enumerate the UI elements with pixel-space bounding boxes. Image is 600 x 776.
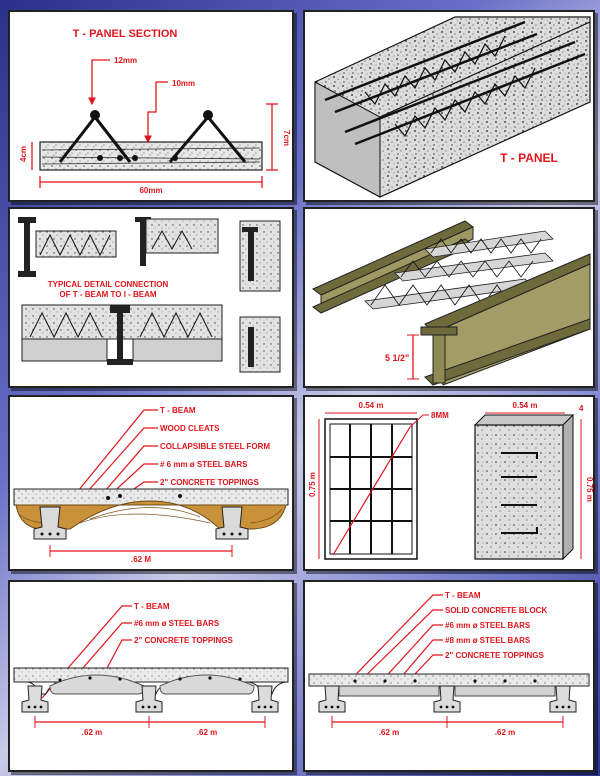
t-panel-label: T - PANEL	[500, 151, 558, 165]
t-panel-section-panel: T - PANEL SECTION 12mm 10mm 4cm 7cm 60mm	[8, 10, 294, 202]
solid-block-panel: T - BEAM SOLID CONCRETE BLOCK #6 mm ø ST…	[303, 580, 595, 772]
label-steel-bars: #6 mm ø STEEL BARS	[134, 619, 220, 628]
dim-60mm: 60mm	[139, 186, 162, 195]
width-right: 0.54 m	[513, 401, 538, 410]
label-t-beam: T - BEAM	[160, 406, 196, 415]
slab	[39, 141, 263, 171]
dim-4cm: 4cm	[19, 146, 28, 162]
bar-size: 8MM	[431, 411, 449, 420]
panel-title: T - PANEL SECTION	[73, 28, 178, 40]
slab-hatch	[41, 147, 261, 165]
dim-10mm: 10mm	[172, 79, 195, 88]
label-toppings: 2" CONCRETE TOPPINGS	[160, 478, 259, 487]
dim-5-half: 5 1/2"	[385, 353, 409, 363]
t-beams	[318, 685, 577, 713]
detail-c	[239, 220, 281, 292]
topping	[308, 673, 590, 687]
rebar-grid	[330, 424, 412, 554]
label-steel-form: COLLAPSIBLE STEEL FORM	[160, 442, 270, 451]
label-8mm-bars: #8 mm ø STEEL BARS	[445, 636, 531, 645]
truss-diagonals	[364, 35, 536, 138]
label-toppings: 2" CONCRETE TOPPINGS	[134, 636, 233, 645]
leaders	[41, 605, 132, 699]
label-6mm-bars: #6 mm ø STEEL BARS	[445, 621, 531, 630]
leaders	[51, 409, 158, 524]
caption-line1: TYPICAL DETAIL CONNECTION	[48, 280, 169, 289]
slab-side	[314, 81, 381, 198]
wood-cleats-panel: T - BEAM WOOD CLEATS COLLAPSIBLE STEEL F…	[8, 395, 294, 571]
caption-line2: OF T - BEAM TO I - BEAM	[59, 290, 157, 299]
label-t-beam: T - BEAM	[134, 602, 170, 611]
label-steel-bars: # 6 mm ø STEEL BARS	[160, 460, 248, 469]
panels	[364, 230, 554, 310]
detail-connection-panel: TYPICAL DETAIL CONNECTION OF T - BEAM TO…	[8, 207, 294, 388]
detail-b	[135, 217, 219, 266]
dim-62m: .62 M	[131, 555, 151, 564]
topping	[13, 667, 289, 683]
t-panel-3d-panel: T - PANEL	[303, 10, 595, 202]
depth-right: 4	[579, 404, 584, 413]
dim-left: .62 m	[82, 728, 102, 737]
detail-a	[18, 217, 117, 277]
dim-right: .62 m	[495, 728, 515, 737]
label-solid-block: SOLID CONCRETE BLOCK	[445, 606, 547, 615]
block-reinforcement-panel: 0.54 m 0.75 m 8MM 0.54 m 4 0.75 m	[303, 395, 595, 571]
dim-right: .62 m	[197, 728, 217, 737]
dim-left: .62 m	[379, 728, 399, 737]
label-toppings: 2" CONCRETE TOPPINGS	[445, 651, 544, 660]
t-beam-right	[215, 506, 249, 540]
height-left: 0.75 m	[308, 472, 317, 497]
vault-form-panel: T - BEAM #6 mm ø STEEL BARS 2" CONCRETE …	[8, 580, 294, 772]
t-beam-left	[33, 506, 67, 540]
leaders	[332, 594, 443, 699]
width-left: 0.54 m	[359, 401, 384, 410]
top-bar-left	[90, 110, 100, 120]
detail-d	[239, 316, 281, 373]
dim-12mm: 12mm	[114, 56, 137, 65]
label-t-beam: T - BEAM	[445, 591, 481, 600]
height-right: 0.75 m	[585, 477, 593, 502]
dim-7cm: 7cm	[282, 130, 291, 146]
wood-form	[15, 500, 287, 530]
label-wood-cleats: WOOD CLEATS	[160, 424, 220, 433]
main-connection	[21, 304, 223, 365]
concrete-block	[474, 424, 564, 560]
ibeam-3d-panel: 5 1/2"	[303, 207, 595, 388]
t-beams	[21, 685, 279, 713]
steel-bars	[324, 20, 586, 146]
top-bar-right	[203, 110, 213, 120]
labels: T - BEAM WOOD CLEATS COLLAPSIBLE STEEL F…	[160, 406, 270, 487]
